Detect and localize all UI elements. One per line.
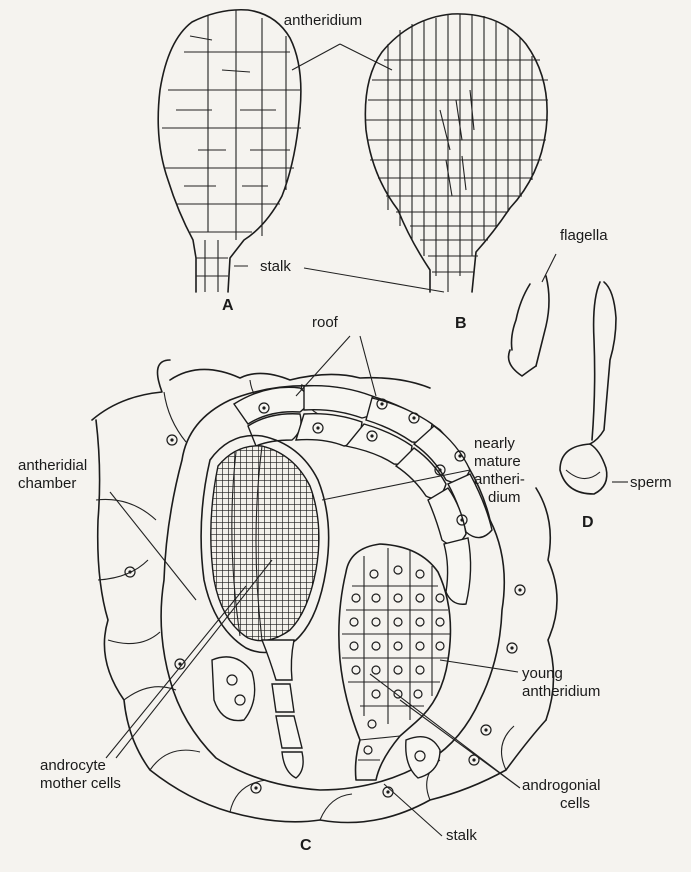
label-panel-d: D	[582, 514, 594, 531]
label-panel-b: B	[455, 315, 467, 332]
label-nearly-mature-1: nearly	[474, 435, 515, 452]
label-flagella: flagella	[560, 227, 608, 244]
label-young-antheridium-1: young	[522, 665, 563, 682]
panel-c-section	[92, 360, 557, 823]
label-antheridium: antheridium	[284, 12, 362, 29]
label-nearly-mature-3: antheri-	[474, 471, 525, 488]
label-panel-c: C	[300, 837, 312, 854]
label-nearly-mature-2: mature	[474, 453, 521, 470]
label-sperm: sperm	[630, 474, 672, 491]
label-roof: roof	[312, 314, 339, 331]
label-stalk-top: stalk	[260, 258, 291, 275]
label-androcyte-2: mother cells	[40, 775, 121, 792]
label-stalk-bottom: stalk	[446, 827, 477, 844]
label-antheridial-chamber-2: chamber	[18, 475, 76, 492]
label-androgonial-cells-1: androgonial	[522, 777, 600, 794]
label-nearly-mature-4: dium	[488, 489, 521, 506]
panel-d-sperm: flagella sperm D	[509, 227, 672, 531]
panel-b-antheridium	[365, 14, 548, 292]
label-panel-a: A	[222, 297, 234, 314]
label-antheridial-chamber-1: antheridial	[18, 457, 87, 474]
label-young-antheridium-2: antheridium	[522, 683, 600, 700]
label-androcyte-1: androcyte	[40, 757, 106, 774]
nearly-mature-antheridium	[201, 436, 329, 779]
label-androgonial-cells-2: cells	[560, 795, 590, 812]
panel-a-antheridium	[158, 10, 301, 292]
